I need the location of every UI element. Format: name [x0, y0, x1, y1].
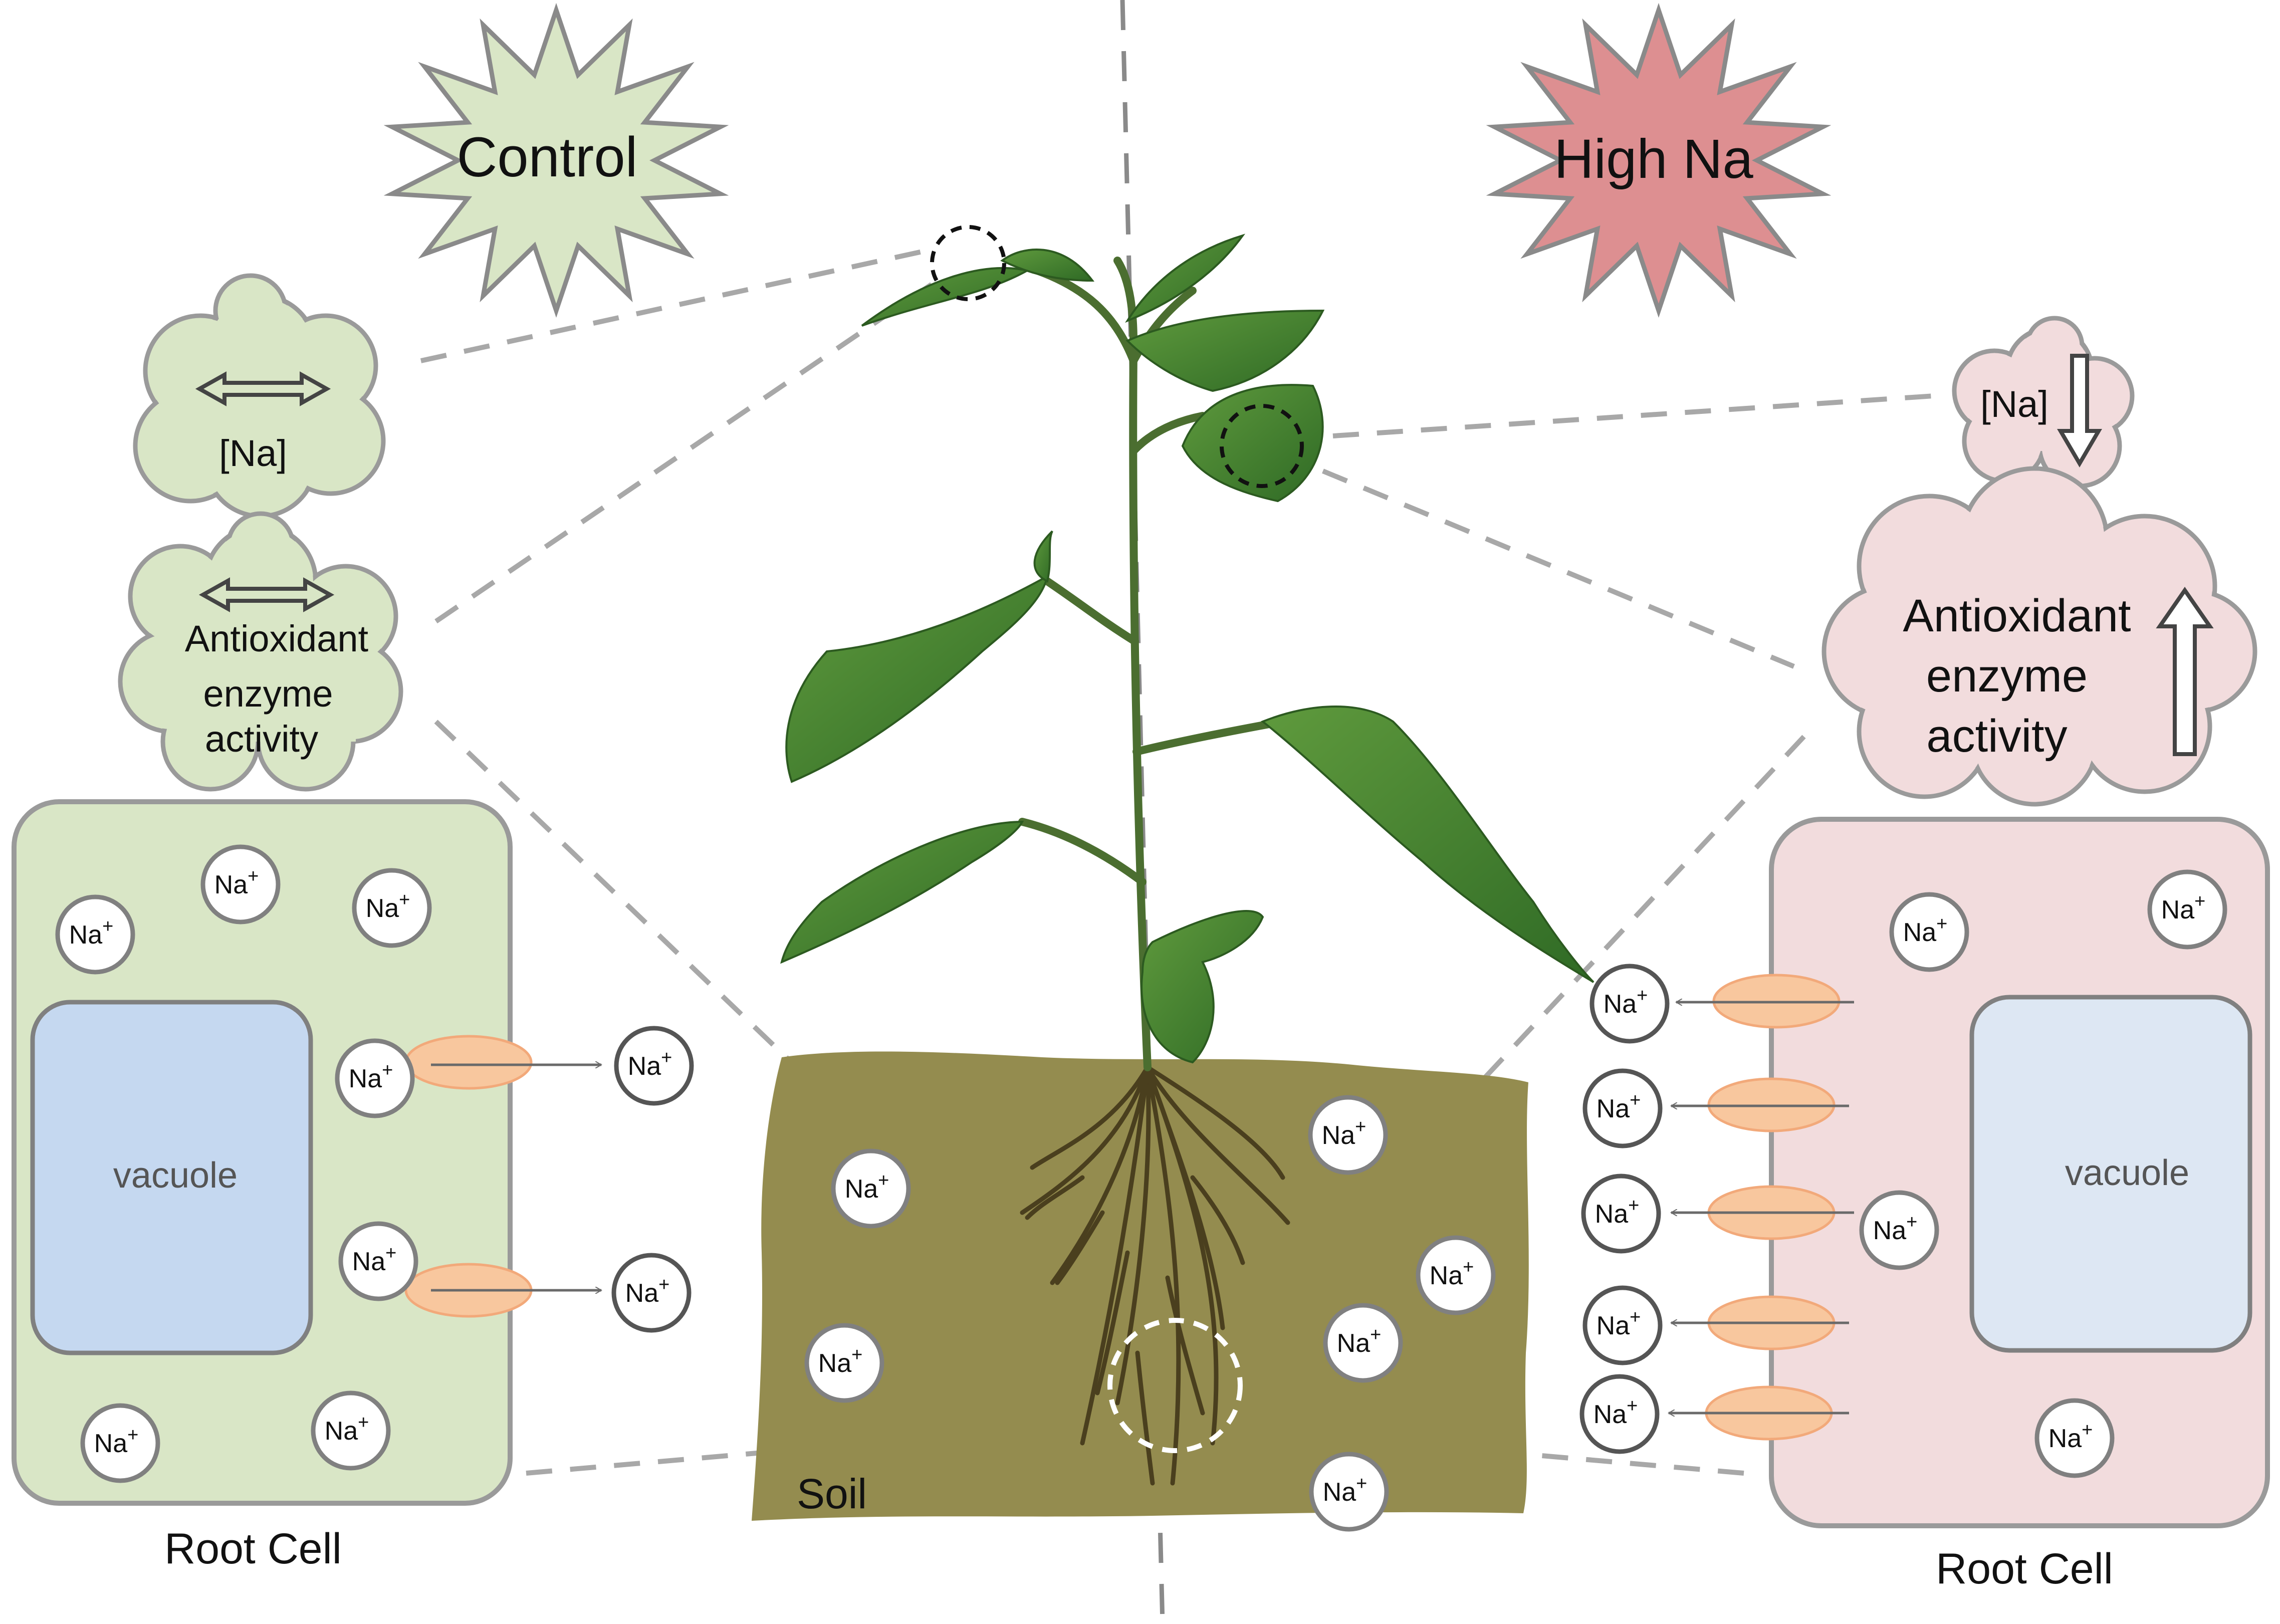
leaf-highlight-circle: [930, 225, 1006, 301]
high-na-starburst: High Na: [1486, 3, 1832, 318]
high-na-na-label: [Na]: [1980, 383, 2048, 425]
control-na-label: [Na]: [219, 432, 287, 474]
control-enzyme-cloud: Antioxidant enzyme activity: [118, 511, 403, 792]
na-ion: Na+: [1309, 1452, 1389, 1532]
leaf: [785, 574, 1049, 783]
na-ion-label: Na+: [1322, 1116, 1366, 1150]
control-transporter: [404, 1263, 601, 1318]
control-vacuole-label: vacuole: [113, 1155, 238, 1196]
na-ion-label: Na+: [1593, 1396, 1638, 1429]
leaf: [1141, 910, 1264, 1064]
high-na-transporter: [1676, 974, 1854, 1029]
high-na-na-cloud: [Na]: [1952, 316, 2135, 489]
leaf: [780, 820, 1024, 964]
high-na-root-cell: vacuole Root Cell: [1669, 817, 2270, 1593]
na-ion: Na+: [804, 1323, 884, 1403]
high-na-cell-label: Root Cell: [1936, 1545, 2113, 1593]
na-ion: Na+: [1416, 1235, 1496, 1315]
na-ion: Na+: [1859, 1190, 1939, 1270]
na-ion: Na+: [1308, 1095, 1388, 1175]
up-arrow-icon: [2156, 586, 2214, 756]
soil-label: Soil: [797, 1470, 867, 1517]
na-ion: Na+: [614, 1026, 694, 1106]
na-ion: Na+: [1582, 1068, 1663, 1148]
high-na-vacuole-label: vacuole: [2065, 1153, 2189, 1193]
double-arrow-icon: [198, 577, 335, 612]
na-ion: Na+: [338, 1221, 418, 1301]
plant-roots: [1020, 1065, 1290, 1486]
na-ion-label: Na+: [366, 889, 410, 923]
control-na-cloud: [Na]: [133, 273, 386, 519]
sodium-ions: Na+ Na+ Na+ Na+ Na+ Na+ Na+ Na+ Na+ Na+ Na+ Na+ Na+ N…: [55, 844, 2227, 1532]
na-ion-label: Na+: [1597, 1090, 1641, 1123]
na-ion: Na+: [335, 1038, 415, 1118]
high-na-transporter: [1671, 1185, 1854, 1240]
na-ion: Na+: [311, 1390, 391, 1471]
leaf: [1125, 234, 1246, 323]
double-arrow-icon: [195, 371, 331, 406]
na-ion: Na+: [1323, 1303, 1403, 1383]
control-label: Control: [457, 126, 637, 188]
na-ion: Na+: [1889, 892, 1969, 972]
root-highlight-circle: [1107, 1318, 1243, 1453]
plant-leaves: [780, 234, 1594, 1064]
na-ion: Na+: [1579, 1374, 1660, 1454]
na-ion: Na+: [611, 1253, 692, 1333]
na-ion: Na+: [2147, 869, 2227, 950]
control-enzyme-line-3: activity: [205, 718, 318, 760]
leaf: [1033, 530, 1053, 583]
high-na-enzyme-line-3: activity: [1926, 711, 2067, 762]
na-ion: Na+: [352, 868, 432, 948]
na-ion: Na+: [2034, 1398, 2115, 1478]
control-root-cell: vacuole Root Cell: [12, 799, 601, 1573]
na-ion-label: Na+: [1430, 1257, 1474, 1290]
control-transporter: [404, 1035, 601, 1090]
na-ion-label: Na+: [1323, 1473, 1367, 1507]
na-ion: Na+: [831, 1148, 911, 1229]
high-na-transporter: [1671, 1295, 1849, 1350]
na-ion: Na+: [55, 894, 135, 975]
high-na-enzyme-cloud: Antioxidant enzyme activity: [1821, 466, 2257, 807]
na-ion: Na+: [200, 844, 281, 924]
high-na-transporter: [1669, 1385, 1849, 1441]
na-ion: Na+: [1582, 1285, 1663, 1365]
leaf-highlight-circle: [1220, 404, 1304, 488]
na-ion: Na+: [1589, 964, 1670, 1044]
leaf: [1261, 706, 1594, 983]
control-cell-label: Root Cell: [164, 1525, 342, 1573]
high-na-enzyme-line-2: enzyme: [1926, 650, 2088, 702]
leaf: [861, 267, 1030, 327]
control-enzyme-line-2: enzyme: [203, 673, 333, 715]
high-na-transporter: [1671, 1077, 1849, 1132]
na-ion: Na+: [1581, 1174, 1661, 1254]
control-vacuole: [30, 1000, 313, 1355]
high-na-enzyme-line-1: Antioxidant: [1903, 590, 2131, 641]
leaf: [1125, 309, 1325, 392]
control-starburst: Control: [383, 3, 729, 318]
na-ion: Na+: [80, 1403, 160, 1483]
leaf: [1000, 248, 1095, 282]
high-na-transporters: [1669, 974, 1854, 1441]
high-na-vacuole: [1969, 995, 2252, 1353]
down-arrow-icon: [2057, 354, 2102, 468]
control-enzyme-line-1: Antioxidant: [185, 618, 369, 659]
high-na-label: High Na: [1554, 128, 1753, 190]
